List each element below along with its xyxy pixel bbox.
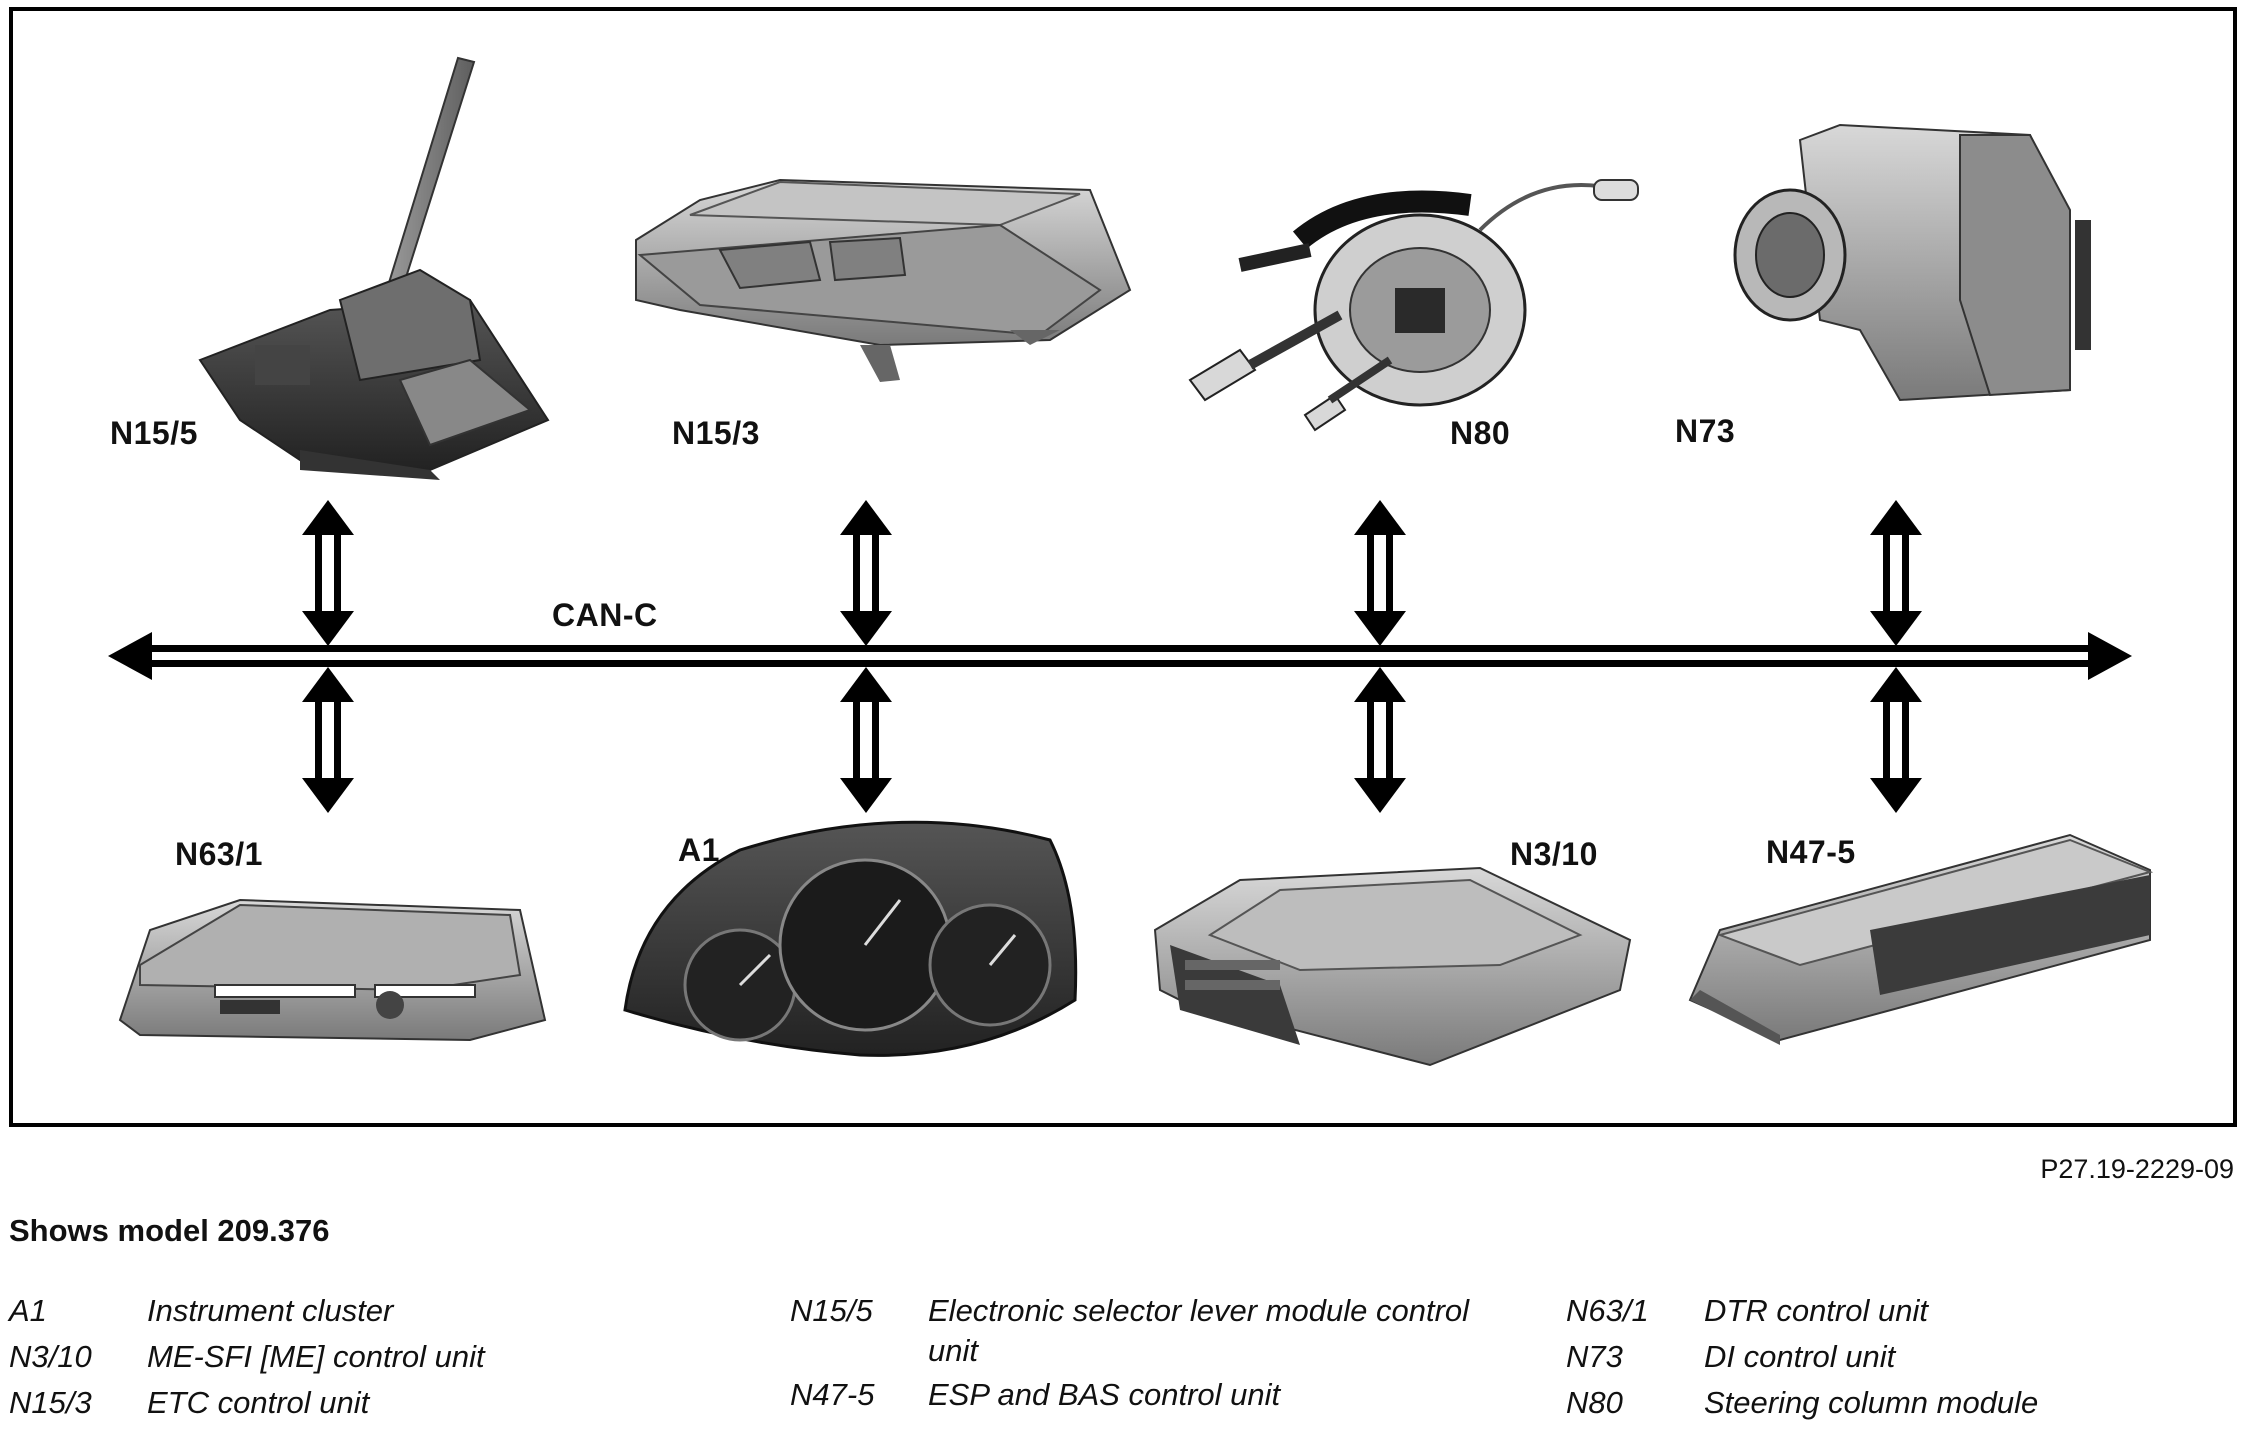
component-label-n73: N73	[1675, 413, 1736, 449]
double-arrow-icon	[302, 500, 354, 646]
legend-description: ETC control unit	[147, 1385, 370, 1420]
can-bus-line	[108, 632, 2132, 680]
legend-item: N47-5 ESP and BAS control unit	[790, 1377, 1550, 1423]
legend-description: DI control unit	[1704, 1339, 1896, 1374]
legend-item: N63/1 DTR control unit	[1566, 1293, 2226, 1339]
legend-description: Steering column module	[1704, 1385, 2039, 1420]
legend-column-1: A1 Instrument cluster N3/10 ME-SFI [ME] …	[9, 1293, 709, 1431]
legend-code: N73	[1566, 1339, 1623, 1374]
legend-description: Electronic selector lever module control…	[928, 1293, 1470, 1368]
control-module-icon	[118, 898, 547, 1042]
legend-item: N15/5 Electronic selector lever module c…	[790, 1293, 1550, 1377]
double-arrow-icon	[1870, 500, 1922, 646]
legend-code: N63/1	[1566, 1293, 1649, 1328]
ignition-switch-icon	[1733, 123, 2091, 402]
legend-code: N15/3	[9, 1385, 92, 1420]
legend-code: N3/10	[9, 1339, 92, 1374]
double-arrow-icon	[840, 500, 892, 646]
document-code: P27.19-2229-09	[2040, 1154, 2234, 1184]
selector-lever-icon	[198, 56, 550, 480]
caption-title: Shows model 209.376	[9, 1213, 330, 1248]
legend-description: Instrument cluster	[147, 1293, 394, 1328]
legend-description: DTR control unit	[1704, 1293, 1928, 1328]
legend-item: N73 DI control unit	[1566, 1339, 2226, 1385]
can-bus-label: CAN-C	[552, 597, 658, 633]
legend-code: N47-5	[790, 1377, 875, 1412]
component-label-n47-5: N47-5	[1766, 834, 1856, 870]
double-arrow-icon	[1870, 667, 1922, 813]
legend-description: ESP and BAS control unit	[928, 1377, 1281, 1412]
double-arrow-icon	[302, 667, 354, 813]
legend-code: N15/5	[790, 1293, 873, 1328]
component-label-n3-10: N3/10	[1510, 836, 1598, 872]
component-label-n63-1: N63/1	[175, 836, 263, 872]
legend-item: N15/3 ETC control unit	[9, 1385, 709, 1431]
component-label-a1: A1	[678, 832, 720, 868]
legend-item: A1 Instrument cluster	[9, 1293, 709, 1339]
control-module-icon	[1688, 833, 2154, 1045]
control-module-icon	[1153, 866, 1632, 1067]
legend-item: N80 Steering column module	[1566, 1385, 2226, 1431]
double-arrow-icon	[1354, 500, 1406, 646]
legend-column-3: N63/1 DTR control unit N73 DI control un…	[1566, 1293, 2226, 1431]
steering-module-icon	[1188, 179, 1639, 432]
component-label-n80: N80	[1450, 415, 1511, 451]
double-arrow-icon	[1354, 667, 1406, 813]
legend-description: ME-SFI [ME] control unit	[147, 1339, 485, 1374]
can-bus-diagram	[108, 56, 2154, 1067]
instrument-cluster-icon	[623, 820, 1078, 1057]
legend-code: N80	[1566, 1385, 1623, 1420]
component-label-n15-3: N15/3	[672, 415, 760, 451]
legend-column-2: N15/5 Electronic selector lever module c…	[790, 1293, 1550, 1423]
legend-item: N3/10 ME-SFI [ME] control unit	[9, 1339, 709, 1385]
legend-code: A1	[9, 1293, 47, 1328]
component-label-n15-5: N15/5	[110, 415, 198, 451]
double-arrow-icon	[840, 667, 892, 813]
diagram-frame	[9, 7, 2237, 1127]
control-module-icon	[635, 178, 1132, 382]
